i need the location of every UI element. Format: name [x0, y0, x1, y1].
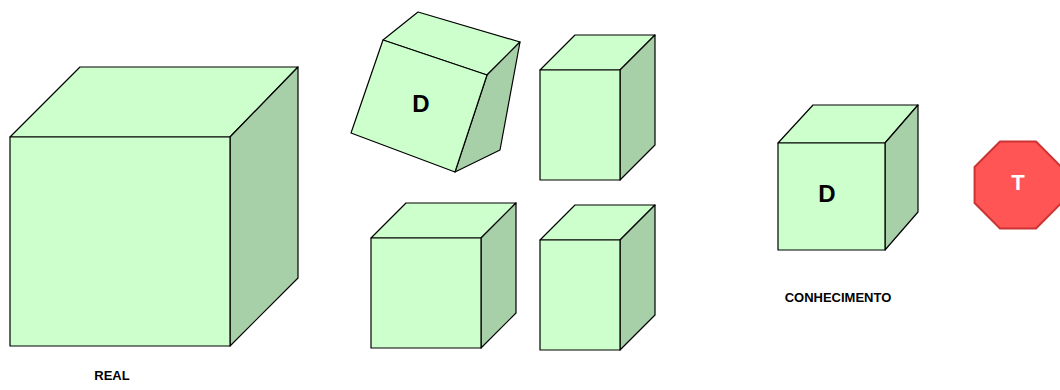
caption-label: CONHECIMENTO — [785, 290, 892, 306]
cube-side — [620, 205, 655, 350]
cube-front — [371, 238, 481, 348]
node-letter: T — [1011, 172, 1024, 194]
caption-label: REAL — [94, 368, 129, 384]
cube-side — [230, 67, 298, 346]
tilted-cube-shape — [345, 8, 525, 178]
cube-front — [10, 137, 230, 346]
octagon: T — [970, 137, 1060, 233]
shape-face — [351, 40, 487, 172]
cube-side — [481, 203, 516, 348]
shape-face — [975, 142, 1060, 229]
cube-shape — [775, 102, 921, 254]
node-letter: D — [412, 92, 429, 116]
cube-side — [620, 35, 655, 180]
shape-face — [778, 143, 885, 250]
cube: D — [775, 102, 921, 254]
shape-face — [885, 105, 918, 250]
cube-front — [540, 240, 620, 350]
node-letter: D — [818, 182, 835, 206]
cube-front — [540, 70, 620, 180]
tilted-cube: D — [345, 8, 525, 178]
